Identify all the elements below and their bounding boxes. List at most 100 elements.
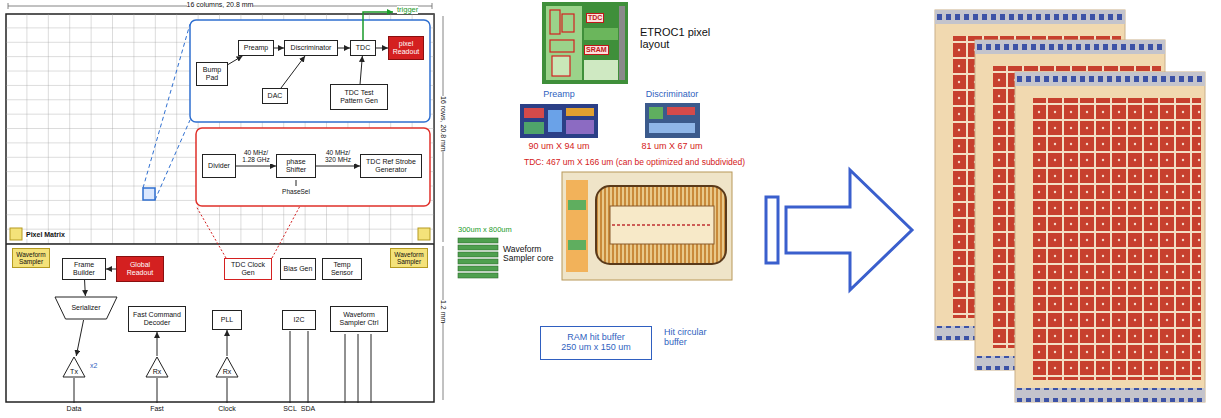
- pad-bar: [1015, 72, 1205, 86]
- leader-line: [296, 180, 297, 186]
- layout-image: [552, 56, 570, 76]
- dimension-tick: [432, 3, 433, 9]
- pin-wire: [345, 334, 346, 403]
- pin-label: SDA: [301, 405, 315, 413]
- signal-label: trigger: [397, 6, 418, 14]
- node-text: Waveform Sampler Ctrl: [333, 311, 385, 326]
- signal-label: PhaseSel: [282, 188, 310, 195]
- tdc-image: [596, 186, 726, 264]
- pixel-array: [1033, 98, 1201, 380]
- node-text: pixel Readout: [391, 40, 421, 55]
- image-caption: Waveform Sampler core: [503, 245, 557, 264]
- pin-wire: [358, 334, 359, 403]
- block-arrow: [786, 170, 912, 290]
- layout-image: [584, 60, 618, 80]
- layout-image: [542, 2, 628, 84]
- sampler-box: Waveform Sampler: [12, 248, 50, 268]
- zoom-line: [272, 206, 300, 258]
- pin-wire: [227, 378, 228, 403]
- sampler-image: [458, 259, 498, 264]
- layout-image: [584, 28, 618, 40]
- preamp-image: [524, 108, 544, 118]
- node-outline-path: [63, 357, 85, 377]
- image-caption: Preamp: [543, 90, 575, 100]
- signal-arrow: [376, 48, 388, 49]
- discriminator-image: [645, 103, 700, 138]
- node-text: Fast Command Decoder: [131, 311, 183, 326]
- preamp-image: [524, 122, 544, 134]
- pin-wire: [371, 334, 372, 403]
- pin-label: Fast: [150, 405, 164, 413]
- preamp-image: [520, 104, 598, 138]
- pixel-grid: [6, 14, 434, 244]
- pad-box: Bump Pad: [196, 62, 228, 86]
- tdc-image: [562, 172, 732, 280]
- signal-arrow: [360, 56, 362, 84]
- sampler-image: [458, 273, 498, 278]
- node-text: Frame Builder: [65, 261, 103, 276]
- zoom-line: [143, 24, 190, 188]
- tdc-box: TDC: [350, 40, 376, 56]
- node-text: Preamp: [244, 44, 269, 52]
- node-outline-path: [146, 357, 168, 377]
- clock-gen-box: TDC Clock Gen: [224, 258, 272, 280]
- frequency-label: 40 MHz/ 1.28 GHz: [239, 150, 273, 164]
- node-outline-path: [55, 297, 117, 319]
- node-text: Bias Gen: [284, 265, 313, 273]
- tx-buffer: Tx: [62, 356, 86, 378]
- preamp-image: [566, 120, 594, 134]
- sampler-marker: [418, 228, 430, 240]
- dimension-label: 1.2 mm: [439, 300, 447, 323]
- bias-gen-box: Bias Gen: [280, 258, 316, 280]
- layout-image: [550, 10, 560, 34]
- layout-image: [550, 40, 574, 52]
- note-label: Hit circular buffer: [664, 328, 714, 348]
- periphery-boundary: [6, 243, 434, 245]
- signal-arrow: [274, 48, 284, 49]
- dimension-label: 81 um X 67 um: [641, 142, 702, 152]
- node-text: 250 um x 150 um: [561, 343, 631, 353]
- pin-label: SCL: [283, 405, 297, 413]
- discriminator-box: Discriminator: [284, 40, 338, 56]
- rx-buffer: Rx: [215, 356, 239, 378]
- pattern-gen-box: TDC Test Pattern Gen: [330, 84, 388, 110]
- i2c-box: I2C: [282, 310, 316, 330]
- decoder-box: Fast Command Decoder: [128, 306, 186, 332]
- chip-outline: [6, 14, 434, 402]
- pad-bar: [935, 10, 1125, 24]
- tdc-image: [610, 206, 714, 244]
- rx-buffer: Rx: [145, 356, 169, 378]
- readout-box: pixel Readout: [388, 36, 424, 60]
- preamp-box: Preamp: [238, 40, 274, 56]
- node-text: PLL: [221, 316, 233, 324]
- preamp-image: [566, 108, 594, 116]
- discriminator-image: [667, 107, 695, 115]
- signal-arrow: [106, 269, 116, 270]
- signal-arrow: [236, 166, 276, 167]
- block-label: TDC: [586, 13, 604, 23]
- layout-image: [546, 6, 582, 80]
- temp-sensor-box: Temp Sensor: [322, 258, 362, 280]
- node-text: Bump Pad: [199, 66, 225, 81]
- dimension-label: 90 um X 94 um: [528, 142, 589, 152]
- signal-arrow: [84, 280, 86, 296]
- pin-wire: [74, 378, 75, 403]
- signal-arrow: [76, 320, 83, 356]
- pin-label: Clock: [218, 405, 236, 413]
- discriminator-image: [649, 123, 695, 133]
- tdc-image: [568, 240, 586, 250]
- node-text: TDC: [356, 44, 370, 52]
- layout-image: [562, 14, 574, 32]
- signal-arrow: [338, 48, 350, 49]
- dimension-label: TDC: 467 um X 166 um (can be optimized a…: [524, 158, 745, 167]
- strobe-gen-box: TDC Ref Strobe Generator: [360, 154, 422, 178]
- divider-box: Divider: [202, 154, 236, 178]
- node-text: Tx: [70, 368, 78, 376]
- pad-bar: [975, 40, 1165, 54]
- tdc-image: [612, 224, 712, 226]
- dimension-label: 300um x 800um: [458, 226, 512, 234]
- image-caption: Discriminator: [646, 90, 699, 100]
- discriminator-image: [649, 107, 663, 119]
- signal-arrow: [316, 166, 360, 167]
- layout-image: [619, 6, 625, 80]
